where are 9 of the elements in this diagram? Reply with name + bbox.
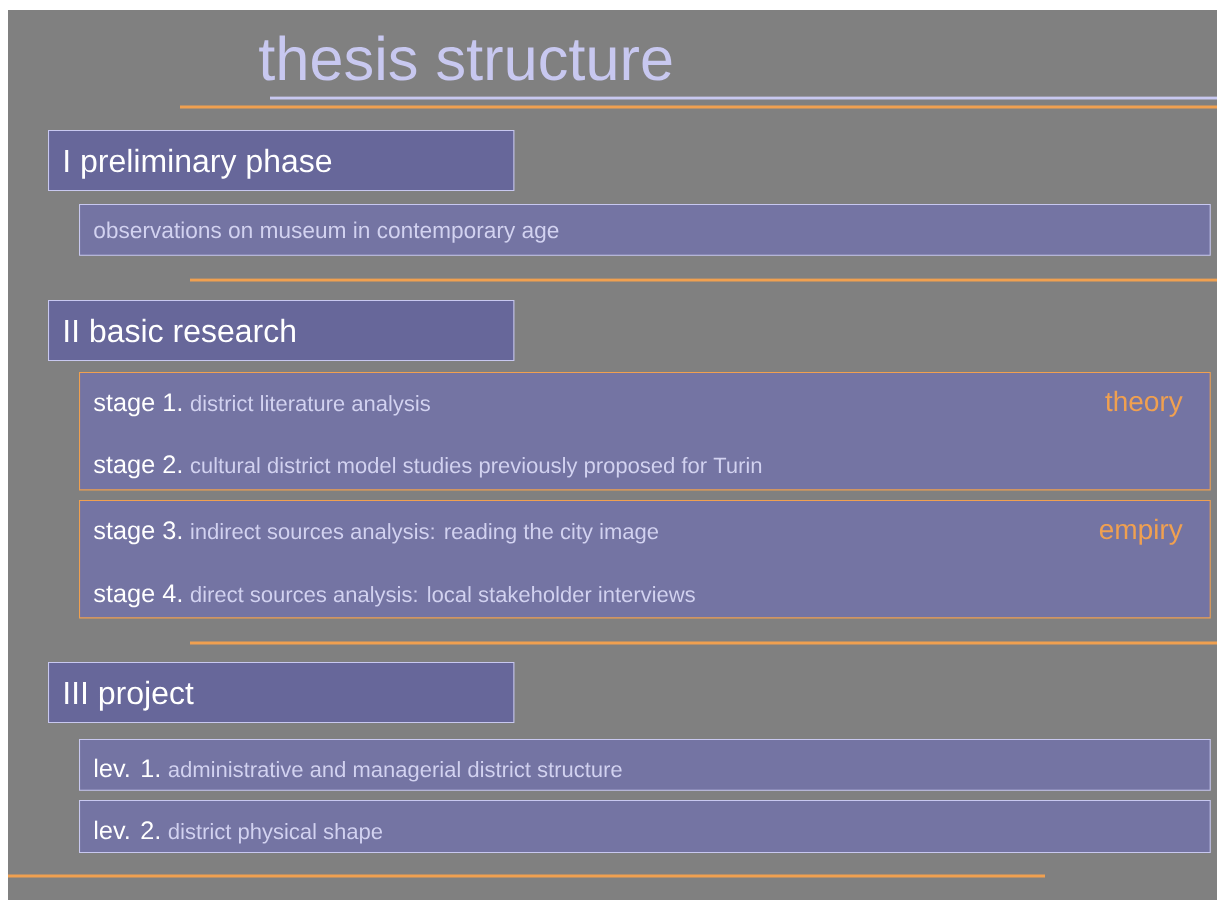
- item-box: observations on museum in contemporary age: [79, 204, 1211, 256]
- slide-title: thesis structure: [259, 35, 672, 81]
- stage-panel: stage 3. indirect sources analysis: reading the city image stage 4. direct sources analysis: local stakeholder interviews empiry: [79, 500, 1211, 619]
- phase-box: II basic research: [48, 300, 515, 362]
- phase-box: I preliminary phase: [48, 130, 515, 192]
- phase-box: III project: [48, 662, 515, 724]
- stage-panel: stage 1. district literature analysis stage 2. cultural district model studies previously proposed for Turin theory: [79, 372, 1211, 491]
- level-box: lev. 2. district physical shape: [79, 800, 1211, 854]
- level-box: lev. 1. administrative and managerial district structure: [79, 739, 1211, 791]
